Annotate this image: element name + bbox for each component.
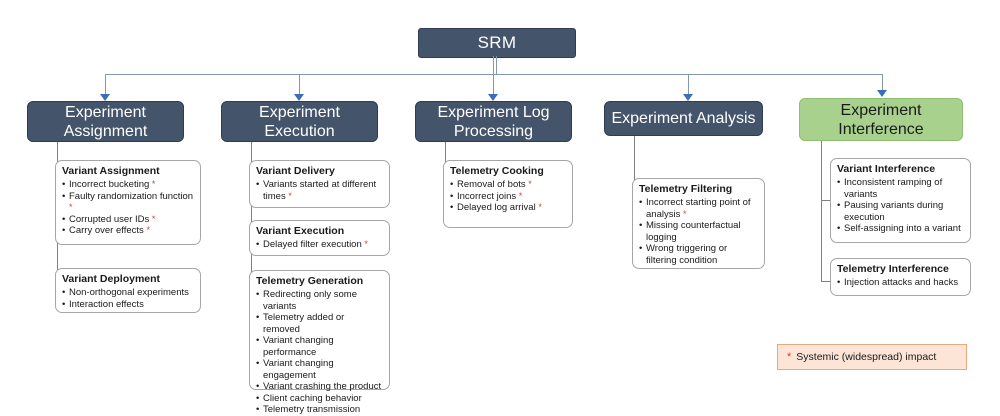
- list-item: Self-assigning into a variant: [837, 223, 964, 235]
- detail-box-telemetry-generation[interactable]: Telemetry Generation Redirecting only so…: [249, 270, 390, 415]
- systemic-star: *: [69, 202, 73, 212]
- detail-box-title: Variant Deployment: [62, 273, 161, 285]
- detail-box-title: Variant Interference: [837, 163, 936, 175]
- category-label: Experiment Analysis: [611, 110, 756, 127]
- systemic-star: *: [146, 225, 150, 235]
- arrow-head-4: [683, 94, 693, 101]
- detail-box-telemetry-filtering[interactable]: Telemetry Filtering Incorrect starting p…: [632, 178, 765, 269]
- detail-box-telemetry-cooking[interactable]: Telemetry Cooking Removal of bots * Inco…: [443, 160, 573, 228]
- category-label: Experiment Assignment: [63, 103, 148, 140]
- legend-systemic-impact: * Systemic (widespread) impact: [777, 344, 967, 370]
- connector-spine-5: [821, 141, 822, 281]
- list-item: Variant changing engagement: [256, 358, 383, 381]
- category-node-experiment-execution[interactable]: Experiment Execution: [221, 101, 378, 142]
- detail-box-title: Telemetry Cooking: [450, 165, 544, 177]
- list-item: Variant crashing the product: [256, 381, 383, 393]
- connector-root-stem: [496, 56, 497, 74]
- detail-box-title: Telemetry Filtering: [639, 183, 733, 195]
- detail-box-variant-assignment[interactable]: Variant Assignment Incorrect bucketing *…: [55, 160, 201, 245]
- list-item: Corrupted user IDs *: [62, 214, 194, 226]
- list-item: Wrong triggering or filtering condition: [639, 243, 758, 266]
- list-item: Delayed log arrival *: [450, 202, 566, 214]
- list-item: Telemetry added or removed: [256, 312, 383, 335]
- list-item: Variants started at different times *: [256, 179, 383, 202]
- connector-spine-2: [251, 142, 252, 297]
- detail-box-title: Variant Execution: [256, 225, 345, 237]
- category-node-experiment-log-processing[interactable]: Experiment Log Processing: [415, 101, 572, 142]
- detail-item-list: Variants started at different times *: [256, 179, 383, 202]
- category-node-experiment-analysis[interactable]: Experiment Analysis: [604, 101, 763, 136]
- detail-item-list: Delayed filter execution *: [256, 239, 383, 251]
- category-label: Experiment Interference: [838, 101, 924, 138]
- list-item: Incorrect bucketing *: [62, 179, 194, 191]
- detail-box-title: Variant Delivery: [256, 165, 335, 177]
- list-item: Client caching behavior: [256, 393, 383, 405]
- category-node-experiment-assignment[interactable]: Experiment Assignment: [27, 101, 184, 142]
- arrow-head-3: [488, 94, 498, 101]
- detail-box-title: Telemetry Generation: [256, 275, 364, 287]
- arrow-head-5: [877, 90, 887, 97]
- list-item: Delayed filter execution *: [256, 239, 383, 251]
- diagram-canvas: SRM Experiment Assignment Variant Assign…: [0, 0, 1000, 403]
- root-node-label: SRM: [477, 33, 517, 52]
- list-item: Faulty randomization function *: [62, 191, 194, 214]
- detail-box-telemetry-interference[interactable]: Telemetry Interference Injection attacks…: [830, 258, 971, 296]
- list-item: Carry over effects *: [62, 225, 194, 237]
- list-item: Redirecting only some variants: [256, 289, 383, 312]
- category-label: Experiment Execution: [259, 103, 340, 140]
- list-item: Missing counterfactual logging: [639, 220, 758, 243]
- list-item: Interaction effects: [62, 299, 194, 311]
- detail-box-variant-interference[interactable]: Variant Interference Inconsistent rampin…: [830, 158, 971, 243]
- detail-box-variant-deployment[interactable]: Variant Deployment Non-orthogonal experi…: [55, 268, 201, 313]
- list-item: Inconsistent ramping of variants: [837, 177, 964, 200]
- list-item: Telemetry transmission: [256, 404, 383, 416]
- list-item: Injection attacks and hacks: [837, 277, 964, 289]
- list-item: Incorrect starting point of analysis *: [639, 197, 758, 220]
- list-item: Incorrect joins *: [450, 191, 566, 203]
- detail-item-list: Removal of bots * Incorrect joins * Dela…: [450, 179, 566, 214]
- detail-item-list: Incorrect bucketing * Faulty randomizati…: [62, 179, 194, 237]
- list-item: Removal of bots *: [450, 179, 566, 191]
- legend-star-icon: *: [787, 350, 792, 363]
- detail-item-list: Incorrect starting point of analysis * M…: [639, 197, 758, 266]
- detail-item-list: Injection attacks and hacks: [837, 277, 964, 289]
- connector-drop-1: [105, 74, 106, 96]
- detail-box-variant-execution[interactable]: Variant Execution Delayed filter executi…: [249, 220, 390, 256]
- root-node-srm[interactable]: SRM: [418, 28, 576, 58]
- connector-drop-4: [688, 74, 689, 96]
- connector-stub-5-2: [821, 281, 831, 282]
- detail-item-list: Redirecting only some variants Telemetry…: [256, 289, 383, 416]
- legend-label: Systemic (widespread) impact: [796, 351, 937, 363]
- systemic-star: *: [151, 213, 156, 224]
- arrow-head-2: [294, 94, 304, 101]
- systemic-star: *: [682, 208, 687, 219]
- category-node-experiment-interference[interactable]: Experiment Interference: [799, 98, 963, 141]
- detail-box-title: Telemetry Interference: [837, 263, 949, 275]
- detail-box-variant-delivery[interactable]: Variant Delivery Variants started at dif…: [249, 160, 390, 208]
- systemic-star: *: [364, 239, 368, 249]
- connector-drop-2: [299, 74, 300, 96]
- arrow-head-1: [100, 94, 110, 101]
- detail-item-list: Non-orthogonal experiments Interaction e…: [62, 287, 194, 310]
- systemic-star: *: [151, 179, 156, 189]
- connector-drop-3: [493, 56, 494, 96]
- list-item: Variant changing performance: [256, 335, 383, 358]
- systemic-star: *: [288, 190, 292, 201]
- list-item: Pausing variants during execution: [837, 200, 964, 223]
- systemic-star: *: [518, 190, 523, 201]
- list-item: Non-orthogonal experiments: [62, 287, 194, 299]
- connector-drop-5: [882, 74, 883, 96]
- systemic-star: *: [538, 202, 542, 212]
- category-label: Experiment Log Processing: [437, 103, 550, 140]
- detail-box-title: Variant Assignment: [62, 165, 160, 177]
- detail-item-list: Inconsistent ramping of variants Pausing…: [837, 177, 964, 235]
- connector-stub-5-1: [821, 200, 831, 201]
- systemic-star: *: [528, 179, 532, 189]
